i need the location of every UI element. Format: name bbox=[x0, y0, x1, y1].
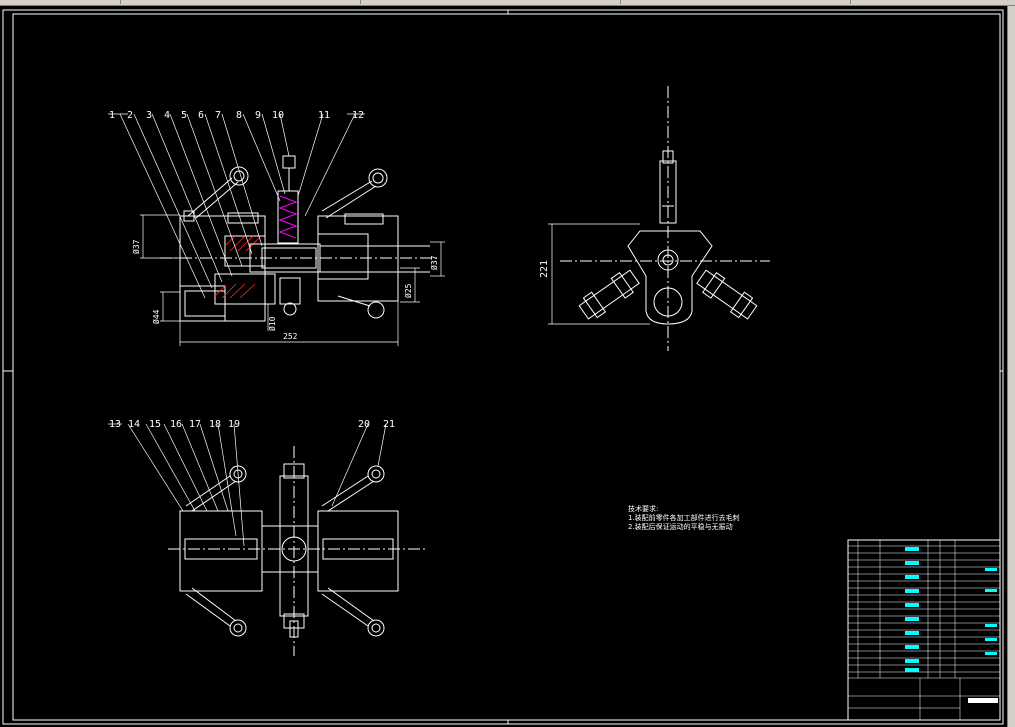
notes-line-2: 2.装配后保证运动的平稳与无振动 bbox=[628, 522, 733, 531]
title-block bbox=[847, 539, 1001, 721]
balloon-7: 7 bbox=[215, 110, 221, 121]
zone-ticks bbox=[3, 10, 1003, 724]
toolbar-segment[interactable] bbox=[0, 0, 121, 4]
balloon-19: 19 bbox=[228, 419, 240, 430]
dim-d1: Ø37 bbox=[131, 239, 141, 254]
dim-d2: Ø37 bbox=[429, 255, 439, 270]
balloon-1: 1 bbox=[109, 110, 115, 121]
inner-frame bbox=[12, 13, 1001, 721]
outer-frame bbox=[2, 9, 1004, 725]
dim-length: 252 bbox=[283, 332, 298, 341]
dim-d4: Ø10 bbox=[267, 316, 277, 331]
balloon-5: 5 bbox=[181, 110, 187, 121]
balloon-11: 11 bbox=[318, 110, 330, 121]
notes-title: 技术要求: bbox=[628, 504, 658, 513]
balloon-18: 18 bbox=[209, 419, 221, 430]
balloon-2: 2 bbox=[127, 110, 133, 121]
dim-side-height: 221 bbox=[539, 260, 550, 278]
balloon-3: 3 bbox=[146, 110, 152, 121]
balloon-15: 15 bbox=[149, 419, 161, 430]
dim-d5: Ø44 bbox=[151, 309, 161, 324]
balloon-16: 16 bbox=[170, 419, 182, 430]
notes-line-1: 1.装配前零件各加工部件进行去毛刺 bbox=[628, 513, 740, 522]
front-section-view bbox=[108, 113, 445, 346]
balloon-17: 17 bbox=[189, 419, 201, 430]
balloon-4: 4 bbox=[164, 110, 170, 121]
dim-d3: Ø25 bbox=[403, 283, 413, 298]
balloon-12: 12 bbox=[352, 110, 364, 121]
balloon-9: 9 bbox=[255, 110, 261, 121]
vertical-scrollbar[interactable] bbox=[1007, 6, 1015, 727]
cad-drawing: 1 2 3 4 5 6 7 8 9 10 11 12 13 14 15 16 1… bbox=[2, 9, 1004, 725]
balloon-21: 21 bbox=[383, 419, 395, 430]
balloon-8: 8 bbox=[236, 110, 242, 121]
toolbar-strip bbox=[0, 0, 1015, 6]
balloon-10: 10 bbox=[272, 110, 284, 121]
toolbar-segment[interactable] bbox=[850, 0, 1015, 4]
top-view bbox=[108, 423, 428, 656]
technical-notes: 技术要求: 1.装配前零件各加工部件进行去毛刺 2.装配后保证运动的平稳与无振动 bbox=[628, 504, 740, 531]
side-view bbox=[548, 86, 770, 351]
balloon-13: 13 bbox=[109, 419, 121, 430]
balloon-numbers-bottom: 13 14 15 16 17 18 19 20 21 bbox=[109, 419, 395, 430]
toolbar-segment[interactable] bbox=[360, 0, 621, 4]
toolbar-segment[interactable] bbox=[120, 0, 361, 4]
drawing-canvas[interactable]: 1 2 3 4 5 6 7 8 9 10 11 12 13 14 15 16 1… bbox=[0, 6, 1015, 727]
balloon-numbers-top: 1 2 3 4 5 6 7 8 9 10 11 12 bbox=[109, 110, 364, 121]
balloon-14: 14 bbox=[128, 419, 140, 430]
balloon-6: 6 bbox=[198, 110, 204, 121]
dimension-labels: Ø37 Ø37 Ø25 Ø10 Ø44 252 221 bbox=[131, 239, 550, 341]
toolbar-segment[interactable] bbox=[620, 0, 851, 4]
balloon-20: 20 bbox=[358, 419, 370, 430]
